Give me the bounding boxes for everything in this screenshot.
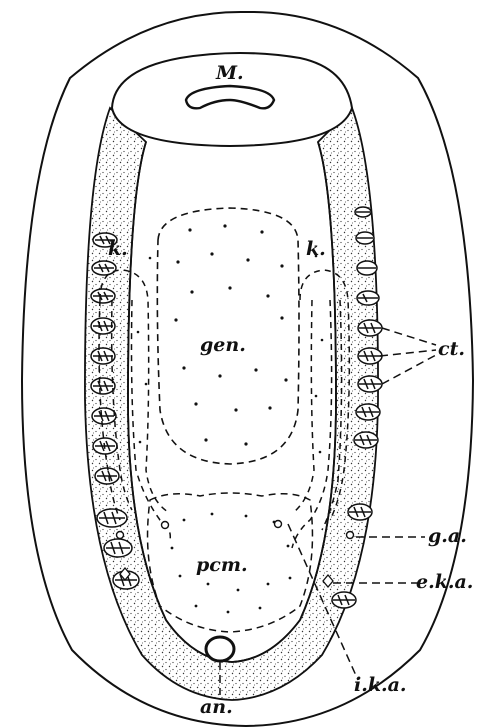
label-internal-kidney-aperture: i.k.a. [354,676,407,695]
label-ctenidia: ct. [438,340,465,359]
foot-band [85,108,378,700]
genital-aperture-right [347,532,354,539]
label-kidney-left: k. [108,240,128,259]
label-mouth: M. [216,64,244,83]
label-anus: an. [200,698,233,717]
label-gonad: gen. [200,336,246,355]
inner-body-outline [128,142,336,662]
label-kidney-right: k. [306,240,326,259]
genital-aperture-left [117,532,124,539]
kidney-aperture-left-inner [162,522,169,529]
label-external-kidney-aperture: e.k.a. [416,573,473,592]
kidney-aperture-right-inner [275,521,282,528]
label-genital-aperture: g.a. [428,527,467,546]
anus-opening [206,637,234,661]
label-pericardium: pcm. [196,556,248,575]
